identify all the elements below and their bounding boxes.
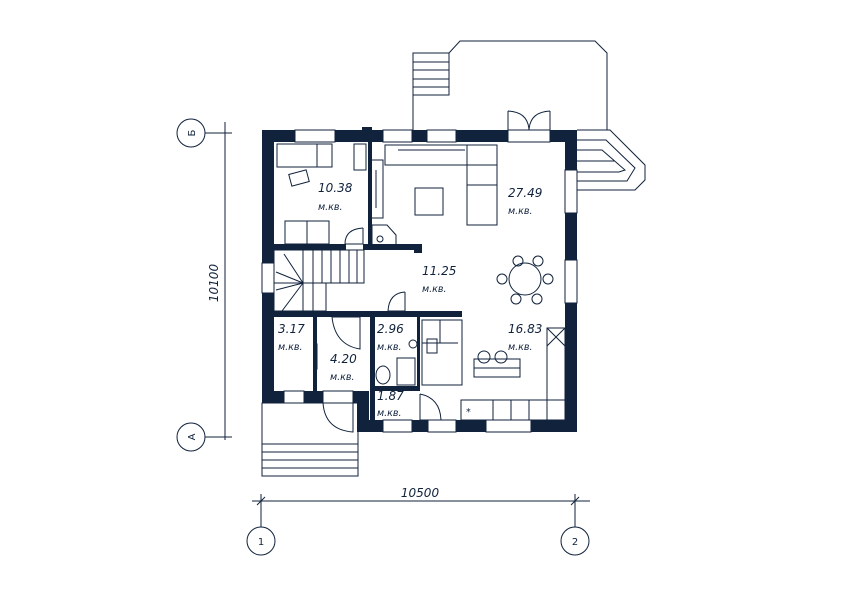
axis-marker-left: 1 — [246, 526, 276, 556]
side-steps — [577, 129, 646, 191]
room-area: 10.38 — [318, 181, 353, 195]
room-unit: м.кв. — [318, 202, 343, 213]
axis-label: Б — [187, 129, 198, 136]
interior-doors[interactable] — [313, 227, 442, 421]
room-unit: м.кв. — [508, 206, 533, 217]
vertical-dimension-label: 10100 — [207, 264, 221, 303]
interior-walls — [274, 142, 462, 432]
windows — [261, 129, 578, 433]
room-area: 11.25 — [422, 264, 456, 278]
terrace — [412, 40, 608, 130]
terrace-door[interactable] — [507, 110, 551, 131]
room-unit: м.кв. — [508, 342, 533, 353]
room-area: 27.49 — [508, 186, 542, 200]
stove-symbol: * — [466, 407, 471, 418]
axis-label: 1 — [258, 537, 264, 548]
axis-label: 2 — [572, 537, 578, 548]
axis-label: А — [187, 433, 198, 440]
room-area: 4.20 — [330, 352, 357, 366]
horizontal-dimension-label: 10500 — [401, 486, 440, 500]
axis-marker-right: 2 — [560, 526, 590, 556]
room-unit: м.кв. — [278, 342, 303, 353]
room-area: 16.83 — [508, 322, 542, 336]
room-unit: м.кв. — [377, 342, 402, 353]
room-area: 2.96 — [377, 322, 404, 336]
horizontal-dimension: 10500 — [252, 486, 590, 527]
room-labels: 10.38 м.кв. 27.49 м.кв. 11.25 м.кв. 3.17… — [278, 181, 542, 419]
room-unit: м.кв. — [330, 372, 355, 383]
staircase — [273, 249, 365, 312]
vertical-dimension: 10100 — [205, 122, 232, 440]
entrance-door[interactable] — [322, 402, 354, 433]
axis-marker-top: Б — [176, 118, 206, 148]
porch — [261, 402, 359, 477]
room-unit: м.кв. — [377, 408, 402, 419]
room-area: 1.87 — [377, 389, 404, 403]
room-area: 3.17 — [278, 322, 305, 336]
furniture: * — [276, 143, 566, 421]
axis-marker-bottom: А — [176, 422, 206, 452]
room-unit: м.кв. — [422, 284, 447, 295]
